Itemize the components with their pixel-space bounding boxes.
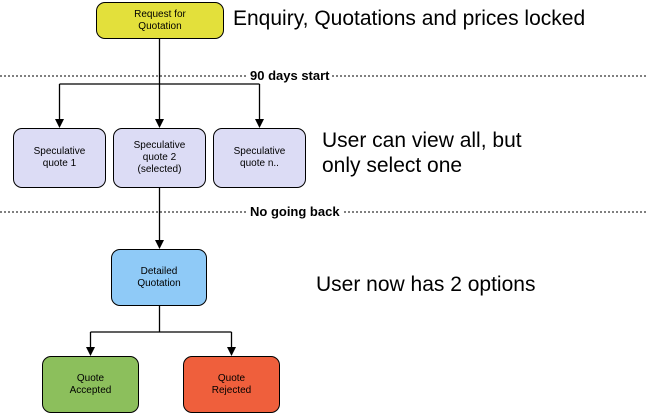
annotation-user-now-has-2-options: User now has 2 options — [316, 273, 536, 296]
annotation-user-can-view-all: User can view all, but only select one — [322, 129, 522, 177]
node-quote-rejected[interactable]: Quote Rejected — [183, 356, 280, 413]
node-request-for-quotation[interactable]: Request for Quotation — [96, 2, 224, 39]
connector-detailed-to-outcome — [86, 306, 236, 356]
node-speculative-quote-1[interactable]: Speculative quote 1 — [13, 128, 106, 188]
node-speculative-quote-2-selected[interactable]: Speculative quote 2 (selected) — [113, 128, 206, 188]
connector-rfq-to-quotes — [55, 39, 264, 128]
phase-label-no-going-back: No going back — [248, 204, 342, 219]
annotation-enquiry-quotations-locked: Enquiry, Quotations and prices locked — [233, 7, 586, 30]
node-speculative-quote-n[interactable]: Speculative quote n.. — [213, 128, 306, 188]
node-quote-accepted[interactable]: Quote Accepted — [42, 356, 139, 413]
phase-label-90-days-start: 90 days start — [248, 68, 332, 83]
node-detailed-quotation[interactable]: Detailed Quotation — [111, 249, 207, 306]
